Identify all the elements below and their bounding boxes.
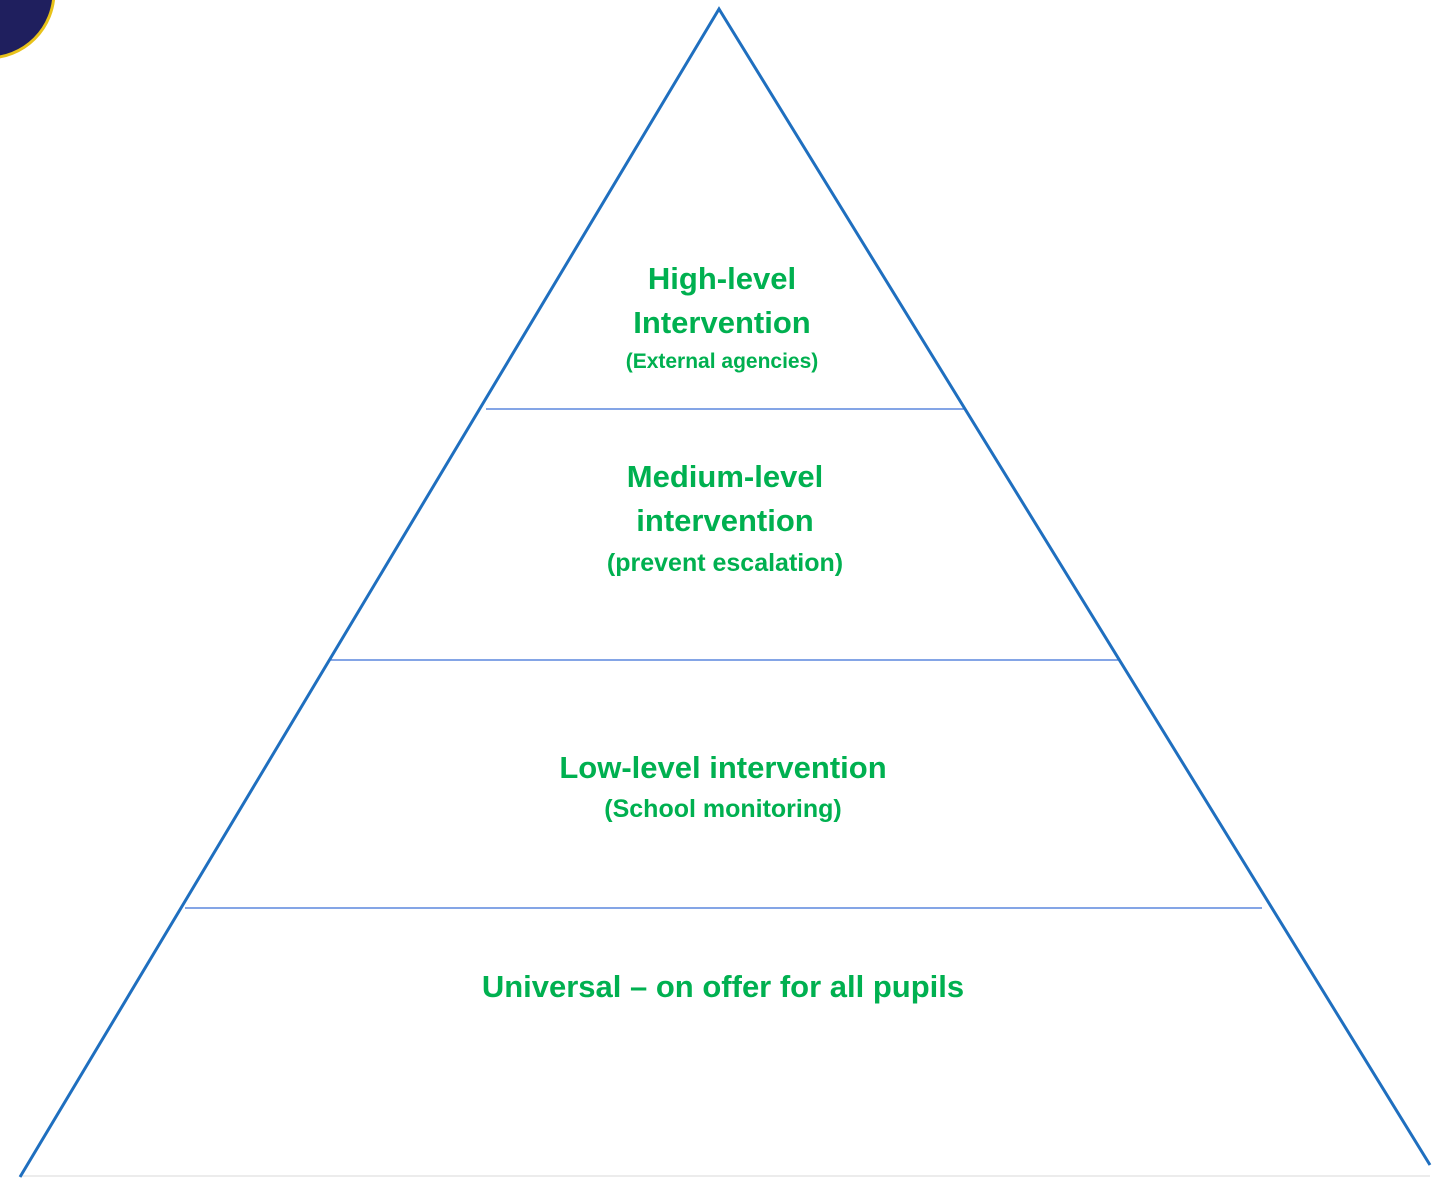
tier-medium-title-line-2: intervention: [636, 503, 813, 538]
tier-high-title-line-2: Intervention: [633, 305, 810, 340]
tier-medium-subtitle: (prevent escalation): [607, 549, 843, 577]
tier-low-subtitle: (School monitoring): [604, 795, 841, 823]
tier-medium-title-line-1: Medium-level: [627, 459, 823, 494]
tier-high-title-line-1: High-level: [648, 261, 796, 296]
tier-universal-title: Universal – on offer for all pupils: [482, 969, 964, 1004]
pyramid-outline: [18, 6, 1432, 1178]
tier-high-subtitle: (External agencies): [626, 350, 819, 373]
tier-low-title: Low-level intervention: [559, 750, 886, 785]
circle-badge-icon: [0, 0, 56, 59]
